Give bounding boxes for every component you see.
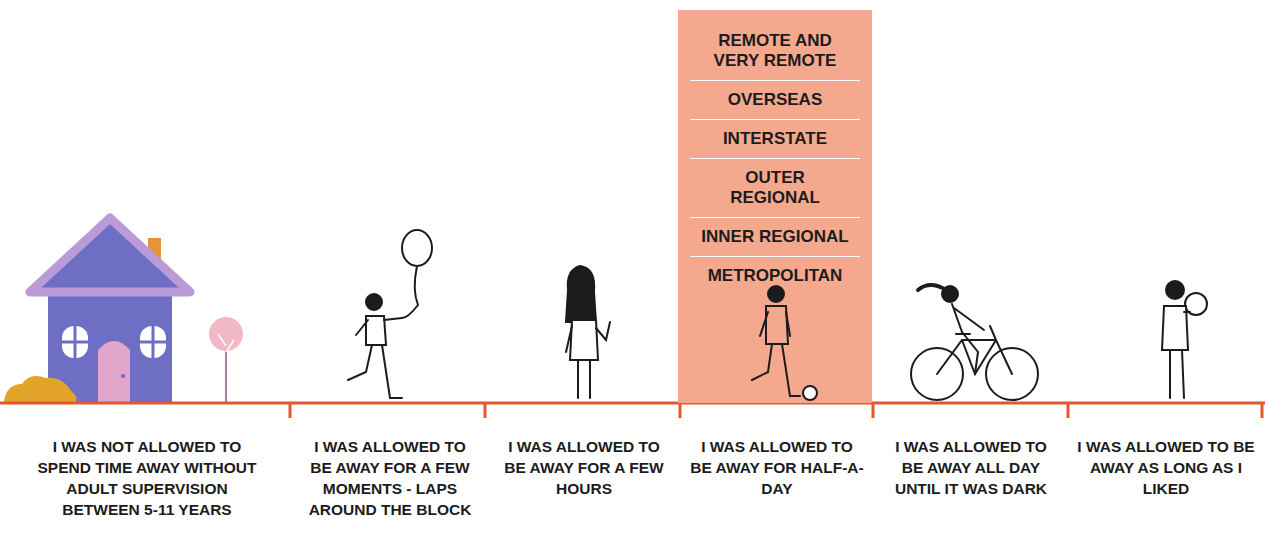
boy-with-ball	[1162, 281, 1207, 398]
house-window	[140, 326, 166, 358]
timeline-caption: I WAS ALLOWED TO BE AWAY FOR A FEW HOURS	[496, 436, 672, 499]
child-with-balloon	[348, 230, 432, 398]
timeline-caption: I WAS NOT ALLOWED TO SPEND TIME AWAY WIT…	[29, 436, 265, 520]
region-label: METROPOLITAN	[690, 257, 860, 295]
house-door	[98, 341, 130, 402]
door-knob	[121, 374, 125, 378]
timeline-caption: I WAS ALLOWED TO BE AWAY AS LONG AS I LI…	[1071, 436, 1261, 499]
region-band: REMOTE AND VERY REMOTEOVERSEASINTERSTATE…	[678, 10, 872, 403]
timeline-caption: I WAS ALLOWED TO BE AWAY ALL DAY UNTIL I…	[883, 436, 1059, 499]
standing-girl	[566, 266, 610, 398]
house-wall	[48, 284, 172, 402]
region-label: OUTER REGIONAL	[690, 159, 860, 218]
tree-crown	[209, 317, 243, 351]
tree-branches	[218, 334, 234, 352]
house-roof	[30, 218, 190, 292]
region-label: INTERSTATE	[690, 120, 860, 159]
cyclist	[911, 285, 1038, 400]
timeline-caption: I WAS ALLOWED TO BE AWAY FOR A FEW MOMEN…	[302, 436, 478, 520]
region-label: REMOTE AND VERY REMOTE	[690, 22, 860, 81]
window-pane	[140, 341, 166, 344]
house-window	[62, 326, 88, 358]
window-pane	[62, 341, 88, 344]
bush	[4, 376, 77, 402]
house-illustration	[4, 218, 243, 402]
timeline	[0, 403, 1265, 418]
timeline-caption: I WAS ALLOWED TO BE AWAY FOR HALF-A-DAY	[689, 436, 865, 499]
region-label: INNER REGIONAL	[690, 218, 860, 257]
region-label: OVERSEAS	[690, 81, 860, 120]
